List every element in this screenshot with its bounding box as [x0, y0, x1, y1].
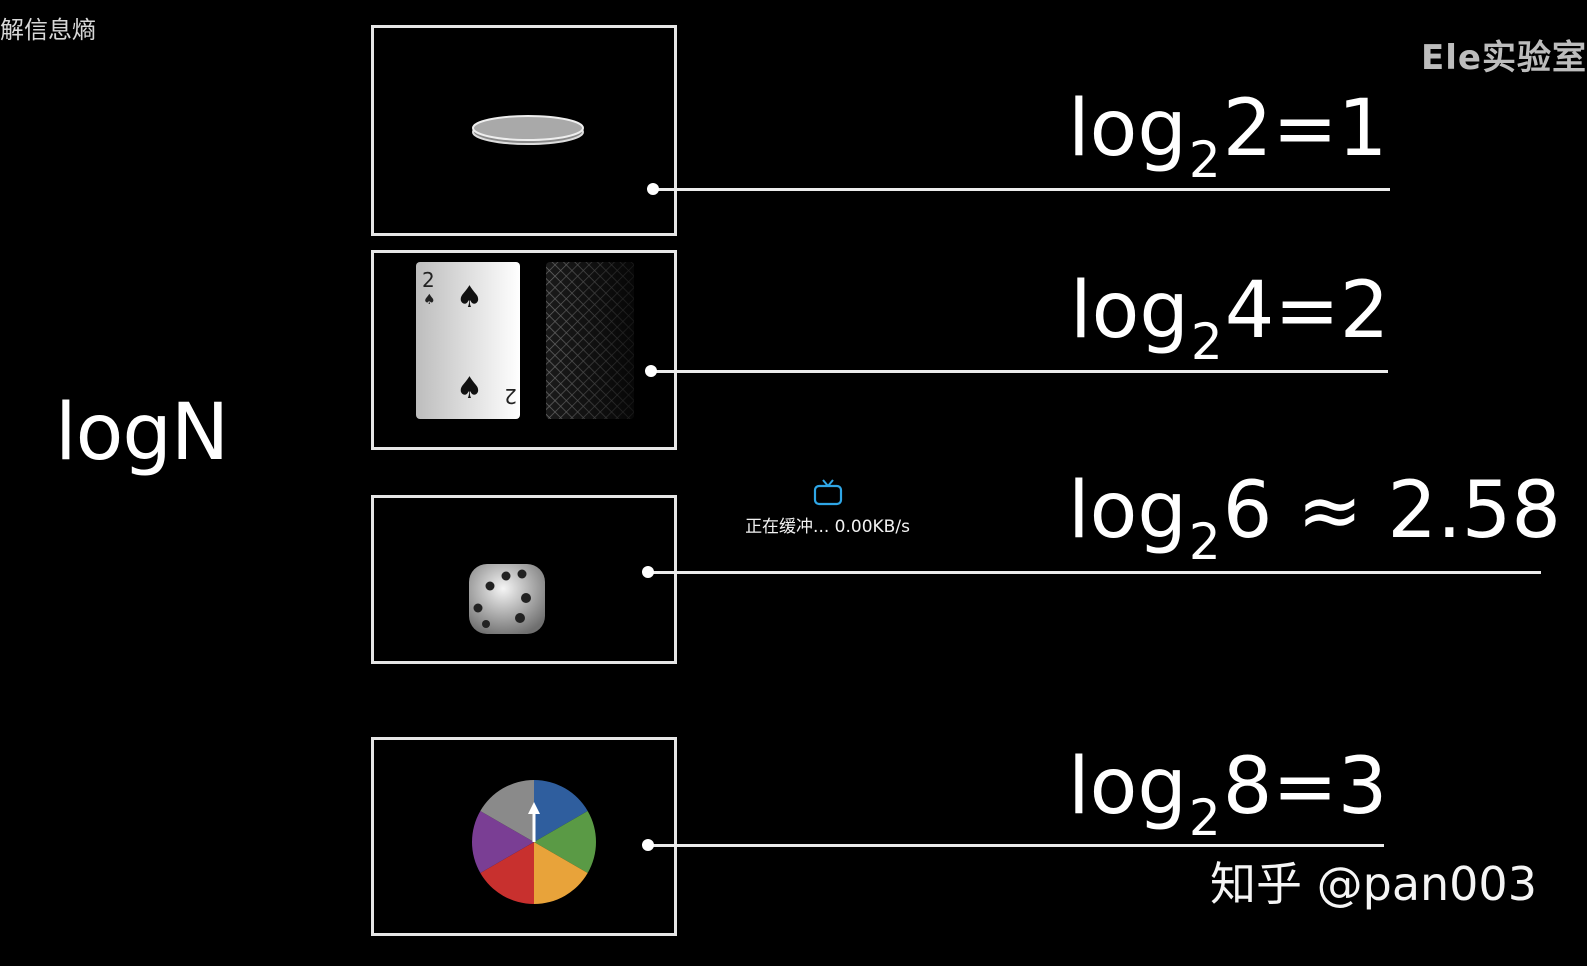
logn-label: logN	[55, 388, 229, 478]
dice-icon	[469, 564, 545, 634]
spinner-wheel-icon	[472, 780, 596, 904]
wheel-slice	[472, 811, 534, 873]
formula-wheel: log28=3	[1068, 742, 1388, 847]
connector-dot-cards	[645, 365, 657, 377]
card-suit-center-bottom: ♠	[456, 371, 483, 406]
wheel-slice	[534, 780, 588, 842]
card-rank-top: 2	[422, 268, 435, 292]
card-suit-top: ♠	[423, 292, 436, 308]
wheel-box	[371, 737, 677, 936]
formula-cards: log24=2	[1070, 266, 1390, 371]
page-title: 解信息熵	[0, 16, 96, 44]
wheel-slice	[534, 842, 588, 904]
connector-line-coin	[654, 188, 1390, 191]
formula-coin: log22=1	[1068, 84, 1388, 189]
connector-line-wheel	[649, 844, 1384, 847]
coin-box	[371, 25, 677, 236]
connector-dot-dice	[642, 566, 654, 578]
tv-icon	[813, 479, 842, 506]
cards-box: 2 ♠ ♠ ♠ 2	[371, 250, 677, 450]
playing-cards-icon: 2 ♠ ♠ ♠ 2	[416, 262, 634, 419]
formula-dice: log26 ≈ 2.58	[1068, 466, 1561, 571]
wheel-slice	[480, 780, 534, 842]
buffering-text: 正在缓冲... 0.00KB/s	[745, 517, 910, 537]
buffering-indicator: 正在缓冲... 0.00KB/s	[740, 478, 915, 537]
card-rank-bottom: 2	[504, 384, 517, 408]
connector-line-dice	[649, 571, 1541, 574]
wheel-slice	[534, 811, 596, 873]
author-credit: 知乎 @pan003	[1210, 857, 1537, 911]
dice-box	[371, 495, 677, 664]
coin-icon	[472, 115, 584, 145]
watermark-logo: Ele实验室	[1421, 38, 1587, 78]
connector-line-cards	[652, 370, 1388, 373]
connector-dot-wheel	[642, 839, 654, 851]
connector-dot-coin	[647, 183, 659, 195]
card-suit-center-top: ♠	[456, 280, 483, 315]
wheel-slice	[480, 842, 534, 904]
